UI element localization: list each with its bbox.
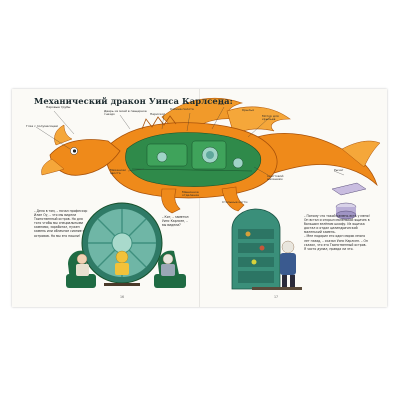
label-cockpit: Кабина пилота xyxy=(170,107,194,111)
book-spread: Механический дракон Уинса Карлсена: Паро… xyxy=(12,89,387,307)
right-caption-left: – Кот, – заметил Уинс Карлсен, – вы виде… xyxy=(162,215,189,228)
porthole-scene xyxy=(66,202,186,288)
label-eye: Глаз с полумесяцем xyxy=(26,124,58,128)
label-brass-tail: Стальные когти xyxy=(222,200,248,204)
label-tail-blade: Хвостовой механизм xyxy=(267,174,284,182)
label-periscope: Перископ xyxy=(150,112,166,116)
label-lever: Рычаг xyxy=(334,168,344,172)
mechanical-dragon xyxy=(41,115,381,214)
label-steam-pipe: Паровые трубы xyxy=(46,105,71,109)
label-engine-room: Машинное отделение xyxy=(182,190,200,198)
label-wings: Крылья xyxy=(242,108,254,112)
label-mechanics: Механизм хвоста xyxy=(110,168,126,176)
page-number-left: 16 xyxy=(120,295,125,299)
label-spare-part: Мотор для крыльев xyxy=(262,114,279,122)
lever xyxy=(331,182,367,220)
right-caption-right: – Потому что такой камень есть у меня! О… xyxy=(304,214,370,251)
illustration xyxy=(35,97,381,290)
label-hidden-nest: Дверь из моей в пещерное гнездо xyxy=(104,109,147,117)
label-hatch: Люк xyxy=(218,102,225,106)
page-number-right: 17 xyxy=(274,295,279,299)
page-title: Механический дракон Уинса Карлсена: xyxy=(34,96,233,106)
cabinet-scene xyxy=(231,208,302,290)
left-caption: – Дело в том, – начал профессор Илан Оу,… xyxy=(34,209,88,238)
